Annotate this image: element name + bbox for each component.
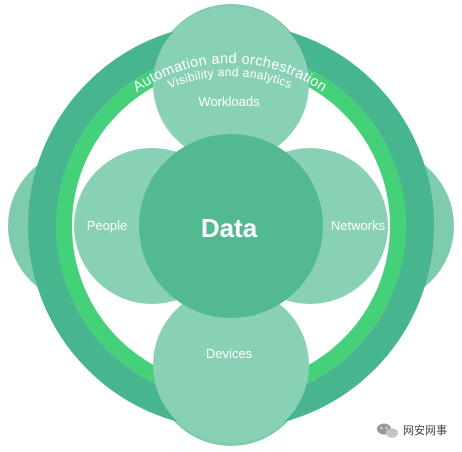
node-label-people: People — [87, 218, 127, 233]
watermark-text: 网安网事 — [403, 423, 447, 437]
node-circle-devices — [153, 287, 309, 443]
watermark: 网安网事 — [377, 423, 447, 438]
node-label-devices: Devices — [206, 346, 253, 361]
node-label-workloads: Workloads — [198, 94, 260, 109]
center-circle-data — [139, 134, 323, 318]
center-label: Data — [201, 213, 258, 243]
node-circle-workloads — [153, 6, 309, 162]
wechat-icon — [377, 423, 398, 438]
node-label-networks: Networks — [331, 218, 386, 233]
